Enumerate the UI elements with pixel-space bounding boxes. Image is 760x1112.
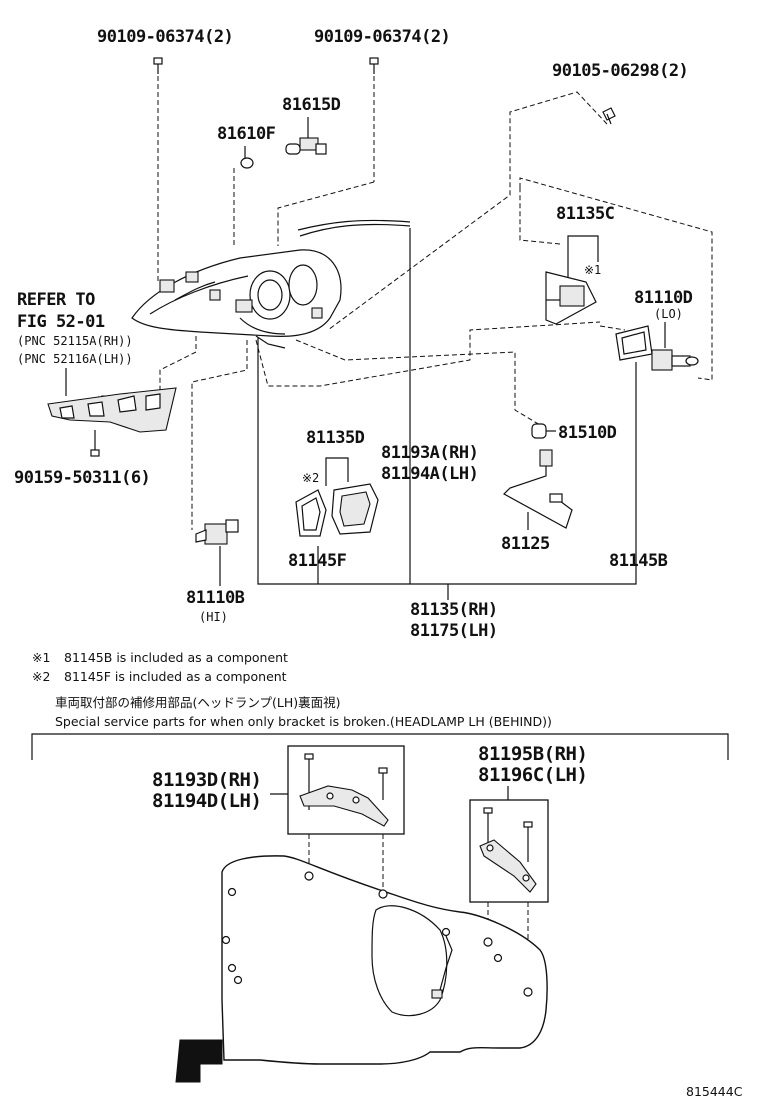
- bulb-icon: [651, 349, 699, 371]
- label-90109-06374-right: 90109-06374(2): [314, 27, 450, 47]
- label-81110B: 81110B: [186, 588, 245, 608]
- mark-2: ※2: [302, 471, 319, 485]
- note2-mark: ※2: [32, 669, 50, 684]
- bulb-icon: [285, 117, 327, 155]
- label-81135RH: 81135(RH): [410, 600, 498, 620]
- label-lo: (LO): [654, 307, 683, 321]
- label-90109-06374-left: 90109-06374(2): [97, 27, 233, 47]
- label-81135D: 81135D: [306, 428, 365, 448]
- label-81135C: 81135C: [556, 204, 614, 224]
- note1-mark: ※1: [32, 650, 50, 665]
- label-90105-06298: 90105-06298(2): [552, 61, 688, 81]
- note2-text: 81145F is included as a component: [64, 669, 287, 684]
- socket-icon: [240, 146, 254, 169]
- bracket-icon: [479, 807, 537, 893]
- label-81194A: 81194A(LH): [381, 464, 478, 484]
- label-81195B: 81195B(RH): [478, 743, 587, 765]
- note1-text: 81145B is included as a component: [64, 650, 288, 665]
- label-hi: (HI): [199, 610, 228, 624]
- figure-id: 815444C: [686, 1084, 743, 1099]
- label-81610F: 81610F: [217, 124, 276, 144]
- label-81193A: 81193A(RH): [381, 443, 478, 463]
- label-81615D: 81615D: [282, 95, 341, 115]
- label-81175LH: 81175(LH): [410, 621, 498, 641]
- label-81145F: 81145F: [288, 551, 347, 571]
- wire-harness-icon: [503, 449, 573, 529]
- label-81510D: 81510D: [558, 423, 617, 443]
- socket-icon: [545, 271, 597, 325]
- socket-icon: [331, 483, 379, 535]
- bracket-icon: [299, 753, 389, 827]
- jp-caption: 車両取付部の補修用部品(ヘッドランプ(LH)裏面視): [55, 695, 341, 710]
- refer-to-line1: REFER TO: [17, 290, 95, 310]
- label-90159-50311: 90159-50311(6): [14, 468, 150, 488]
- section-divider: [31, 733, 729, 760]
- gasket-icon: [615, 325, 653, 361]
- refer-to-line2: FIG 52-01: [17, 312, 105, 332]
- gasket-icon: [295, 489, 327, 537]
- socket-icon: [531, 423, 547, 439]
- bolt-icon: [153, 57, 163, 74]
- bolt-icon: [369, 57, 379, 74]
- refer-to-line3: (PNC 52115A(RH)): [17, 334, 133, 348]
- bolt-icon: [602, 107, 616, 125]
- label-81196C: 81196C(LH): [478, 764, 587, 786]
- label-81125: 81125: [501, 534, 550, 554]
- mark-1: ※1: [584, 263, 601, 277]
- label-81193D: 81193D(RH): [152, 769, 261, 791]
- en-caption: Special service parts for when only brac…: [55, 714, 552, 729]
- refer-to-line4: (PNC 52116A(LH)): [17, 352, 133, 366]
- headlamp-assembly: [131, 219, 411, 349]
- label-81110D: 81110D: [634, 288, 693, 308]
- bracket-icon: [47, 387, 177, 457]
- label-81145B: 81145B: [609, 551, 668, 571]
- vehicle-body-panel: [175, 855, 548, 1083]
- bulb-icon: [195, 519, 239, 545]
- label-81194D: 81194D(LH): [152, 790, 261, 812]
